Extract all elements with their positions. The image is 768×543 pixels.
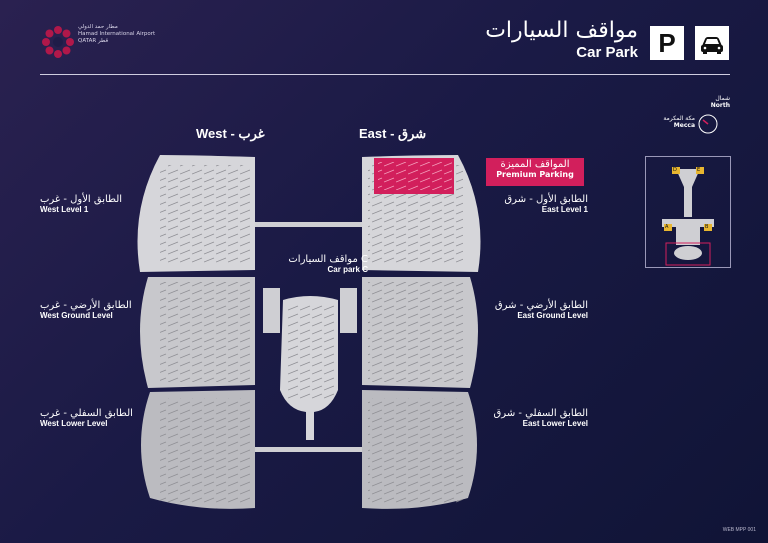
- label-east-level-1-en: East Level 1: [541, 205, 588, 214]
- east-lower-level: [362, 390, 477, 509]
- page-title-en: Car Park: [576, 44, 638, 61]
- mini-map-label-b: B: [705, 224, 709, 230]
- premium-label-en: Premium Parking: [496, 170, 574, 179]
- mini-map-drawing: [662, 167, 714, 266]
- premium-parking-label: المواقف المميزة Premium Parking: [486, 158, 584, 186]
- label-car-park-c: مواقف السيارات C Car park C: [288, 254, 368, 274]
- mini-map-label-d: D: [673, 167, 677, 173]
- north-label-ar: شمال: [715, 95, 730, 102]
- hia-logo: [42, 26, 74, 58]
- label-east-lower-ar: الطابق السفلي - شرق: [493, 408, 588, 419]
- car-park-c: [263, 288, 357, 440]
- label-east-level-1-ar: الطابق الأول - شرق: [504, 194, 588, 205]
- logo-text: مطار حمد الدولي Hamad International Airp…: [78, 24, 155, 45]
- zone-east-title: East - شرق: [359, 126, 427, 141]
- zone-east-ar: شرق: [398, 126, 427, 141]
- parking-sign: P: [650, 26, 684, 60]
- mini-map-label-e: E: [697, 167, 701, 173]
- label-east-ground-ar: الطابق الأرضي - شرق: [494, 300, 588, 311]
- mecca-label-en: Mecca: [673, 122, 695, 129]
- east-level-1: [362, 155, 481, 272]
- zone-west-title: West - غرب: [196, 126, 265, 141]
- east-ground-level: [362, 277, 478, 388]
- mecca-label: مكة المكرمة Mecca: [645, 115, 695, 129]
- mecca-label-ar: مكة المكرمة: [663, 115, 695, 122]
- label-east-lower-en: East Lower Level: [522, 419, 588, 428]
- label-west-lower: الطابق السفلي - غرب West Lower Level: [40, 408, 133, 428]
- premium-label-ar: المواقف المميزة: [500, 159, 570, 170]
- logo-text-ar: مطار حمد الدولي: [78, 24, 118, 30]
- label-east-ground-en: East Ground Level: [517, 311, 588, 320]
- label-car-park-c-ar: مواقف السيارات C: [288, 254, 368, 265]
- zone-west-en: West: [196, 126, 227, 141]
- label-east-level-1: الطابق الأول - شرق East Level 1: [504, 194, 588, 214]
- car-sign: [695, 26, 729, 60]
- logo-text-country-ar: قطر: [97, 38, 109, 44]
- label-east-lower: الطابق السفلي - شرق East Lower Level: [494, 408, 588, 428]
- label-west-lower-en: West Lower Level: [40, 419, 108, 428]
- west-lower-level: [141, 390, 255, 509]
- logo-text-country: QATAR: [78, 38, 97, 44]
- page-title-ar: مواقف السيارات: [485, 18, 638, 43]
- header-divider: [40, 74, 730, 75]
- label-car-park-c-en: Car park C: [327, 265, 368, 274]
- bridge-upper: [255, 222, 363, 227]
- label-west-level-1-en: West Level 1: [40, 205, 89, 214]
- logo-text-en: Hamad International Airport: [78, 31, 156, 37]
- west-level-1: [137, 155, 255, 272]
- label-west-ground-ar: الطابق الأرضي - غرب: [40, 300, 132, 311]
- label-west-ground: الطابق الأرضي - غرب West Ground Level: [40, 300, 132, 320]
- label-west-level-1-ar: الطابق الأول - غرب: [40, 194, 123, 205]
- compass-dial: [698, 114, 718, 134]
- north-label-en: North: [710, 102, 730, 109]
- car-icon: [701, 37, 723, 54]
- document-code: WEB MPP 001: [722, 527, 756, 533]
- zone-east-en: East: [359, 126, 387, 141]
- bridge-lower: [255, 447, 363, 452]
- label-west-ground-en: West Ground Level: [40, 311, 113, 320]
- label-west-level-1: الطابق الأول - غرب West Level 1: [40, 194, 122, 214]
- label-west-lower-ar: الطابق السفلي - غرب: [40, 408, 133, 419]
- mini-map: D E A B: [645, 156, 731, 268]
- label-east-ground: الطابق الأرضي - شرق East Ground Level: [495, 300, 588, 320]
- compass: شمال North: [650, 95, 730, 109]
- west-ground-level: [140, 277, 255, 388]
- mini-map-label-a: A: [665, 224, 669, 230]
- zone-west-ar: غرب: [238, 126, 265, 141]
